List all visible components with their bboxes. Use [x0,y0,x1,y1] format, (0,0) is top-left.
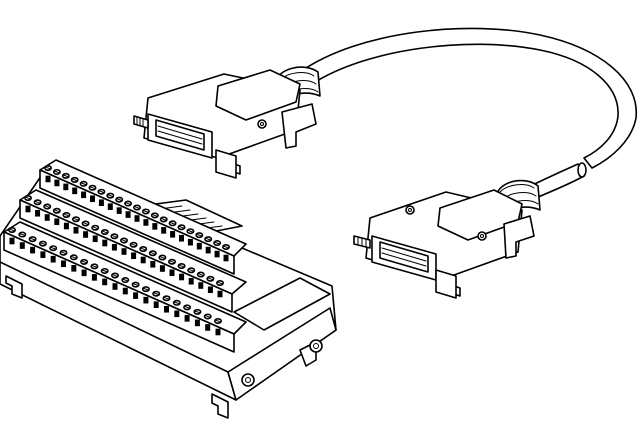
terminal-screw-middle-10 [110,233,119,251]
upper-sub-d-connector [133,66,321,179]
terminal-screw-top-15 [168,220,177,238]
terminal-screw-middle-19 [196,271,205,289]
terminal-screw-middle-2 [33,199,42,217]
terminal-screw-top-21 [222,244,231,262]
terminal-screw-bottom-4 [38,240,47,258]
terminal-screw-bottom-14 [141,286,150,304]
terminal-screw-top-9 [115,196,124,214]
terminal-screw-bottom-8 [80,258,89,277]
terminal-screw-bottom-6 [59,249,68,268]
terminal-screw-top-6 [88,184,97,203]
terminal-screw-middle-18 [187,267,196,285]
terminal-screw-bottom-12 [121,277,130,295]
terminal-screw-middle-13 [139,246,148,264]
terminal-screw-middle-1 [23,195,32,213]
terminal-screw-bottom-15 [152,290,161,309]
lower-screw-left [353,235,371,249]
terminal-screw-top-12 [141,208,150,226]
terminal-screws [8,165,231,336]
terminal-screw-middle-15 [158,254,167,272]
terminal-screw-top-20 [213,240,222,258]
terminal-screw-bottom-19 [193,308,202,327]
terminal-screw-middle-16 [168,258,177,277]
terminal-screw-top-5 [79,180,88,199]
terminal-screw-middle-9 [100,229,109,247]
terminal-screw-bottom-1 [8,227,17,245]
terminal-screw-bottom-5 [49,245,58,263]
terminal-row-top [39,159,247,275]
terminal-screw-top-1 [43,165,52,183]
terminal-block [0,159,337,419]
terminal-screw-bottom-3 [28,236,37,254]
terminal-screw-middle-11 [120,237,129,255]
terminal-screw-bottom-11 [111,272,120,290]
terminal-screw-middle-8 [91,224,100,243]
terminal-screw-middle-4 [52,207,61,226]
terminal-screw-top-4 [70,176,79,195]
terminal-screw-top-17 [186,228,195,246]
terminal-screw-top-7 [97,188,106,206]
terminal-screw-middle-3 [43,203,52,221]
terminal-screw-top-16 [177,224,186,242]
terminal-screw-top-13 [150,212,159,230]
terminal-screw-top-14 [159,216,168,234]
terminal-screw-middle-14 [148,250,157,268]
lower-sub-d-connector [353,179,541,299]
terminal-screw-bottom-21 [214,317,223,336]
terminal-screw-bottom-10 [100,267,109,286]
terminal-screw-middle-17 [177,262,186,281]
terminal-screw-bottom-13 [131,281,140,299]
terminal-screw-bottom-16 [162,295,171,313]
terminal-screw-middle-7 [81,220,90,238]
terminal-screw-bottom-20 [203,313,212,331]
terminal-screw-top-18 [195,232,204,250]
terminal-screw-bottom-7 [69,254,78,272]
connecting-cable [299,27,637,207]
terminal-screw-top-8 [106,192,115,210]
terminal-screw-middle-20 [206,275,215,294]
terminal-screw-bottom-18 [183,304,192,322]
terminal-screw-bottom-2 [18,231,27,249]
terminal-screw-top-2 [52,168,61,187]
terminal-screw-middle-21 [216,279,225,298]
terminal-screw-middle-12 [129,241,138,260]
terminal-screw-bottom-9 [90,263,99,281]
terminal-screw-middle-5 [62,212,71,230]
terminal-screw-bottom-17 [172,299,181,318]
terminal-screw-middle-6 [72,216,81,234]
terminal-screw-top-19 [204,236,213,254]
upper-screw-left [133,115,149,129]
terminal-screw-top-3 [61,172,70,191]
terminal-screw-top-10 [124,200,133,218]
terminal-screw-top-11 [133,204,142,222]
